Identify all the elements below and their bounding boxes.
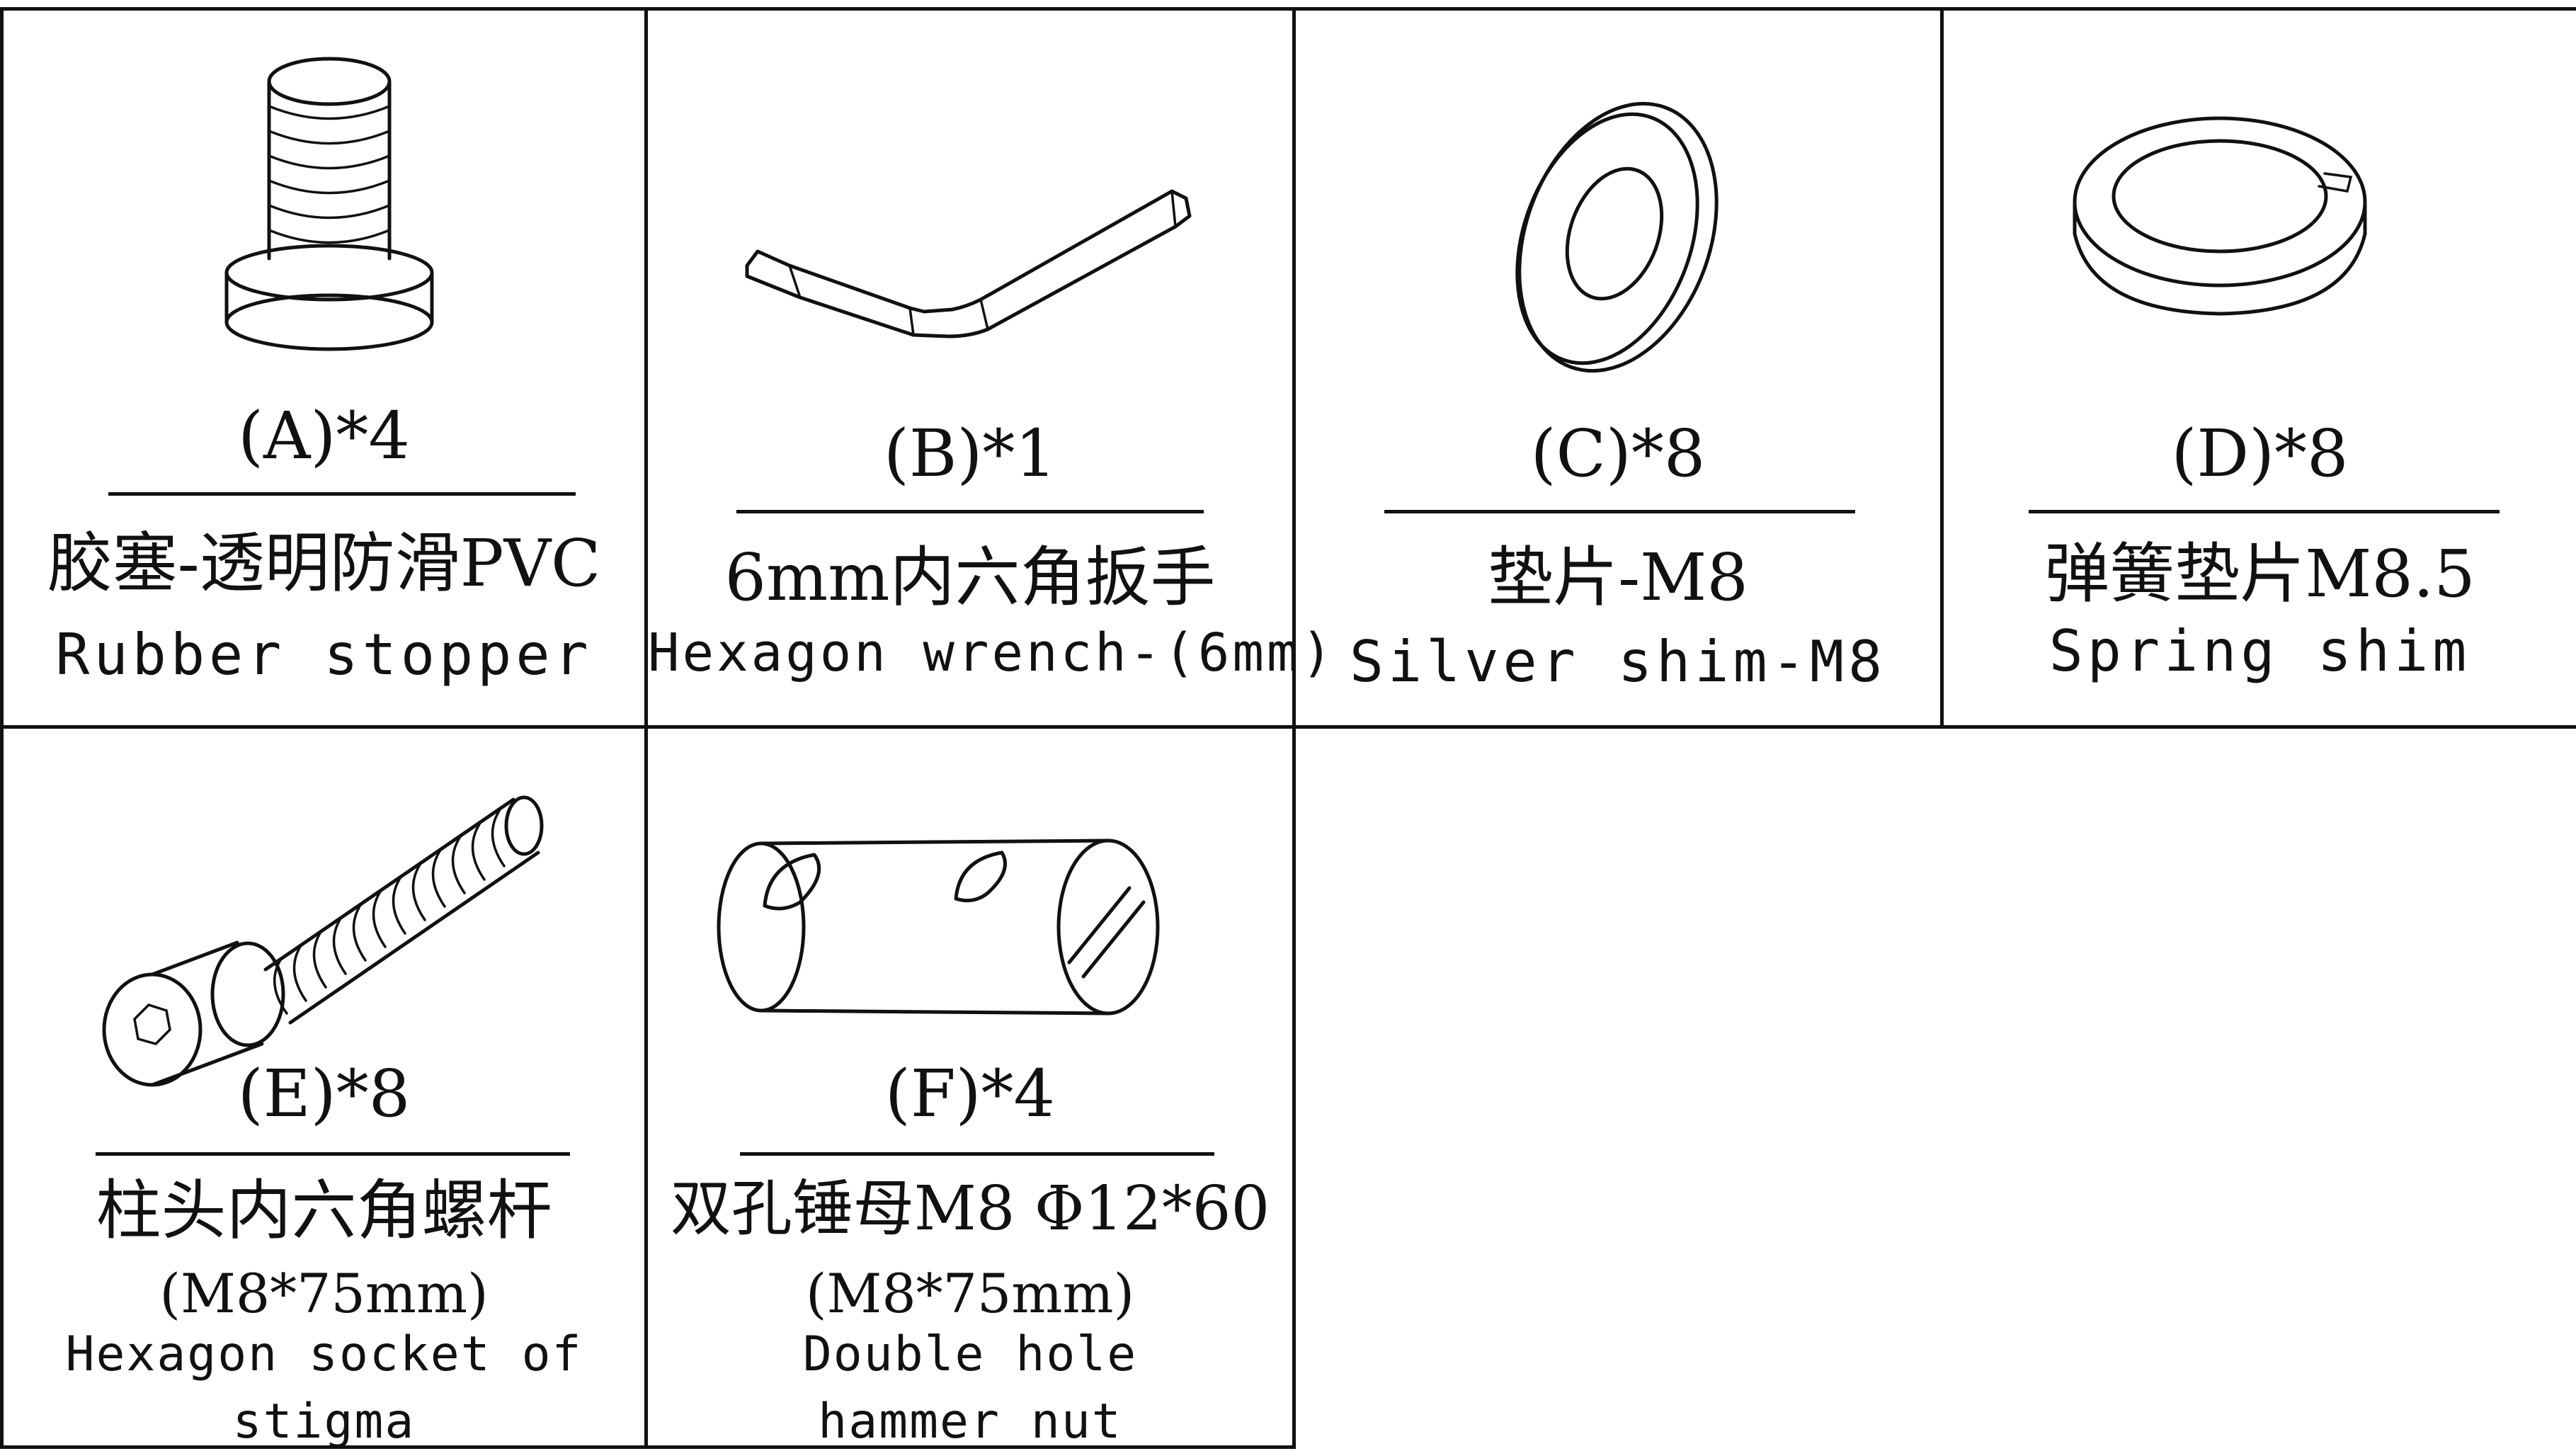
part-spec: (M8*75mm) xyxy=(159,1262,489,1325)
table-border-top xyxy=(0,7,2576,11)
part-name-en: Silver shim-M8 xyxy=(1349,629,1887,695)
table-col-divider xyxy=(1940,7,1944,729)
part-code: (A)*4 xyxy=(238,398,410,474)
table-border-left xyxy=(0,7,4,1449)
table-col-divider xyxy=(1292,7,1296,1449)
part-cell-d: (D)*8 弹簧垫片M8.5 Spring shim xyxy=(1944,11,2576,725)
part-cell-b: (B)*1 6mm内六角扳手 Hexagon wrench-(6mm) xyxy=(648,11,1336,725)
code-underline xyxy=(736,510,1204,513)
part-cell-a: (A)*4 胶塞-透明防滑PVC Rubber stopper xyxy=(4,11,644,725)
part-name-en: Double hole xyxy=(802,1326,1138,1382)
code-underline xyxy=(108,492,576,496)
flat-washer-icon xyxy=(1515,101,1719,373)
part-name-zh: 弹簧垫片M8.5 xyxy=(2044,536,2475,612)
part-name-zh: 垫片-M8 xyxy=(1488,540,1748,615)
table-border-bottom xyxy=(0,1445,1296,1449)
hex-wrench-icon xyxy=(745,189,1192,339)
code-underline xyxy=(96,1152,570,1156)
part-name-zh: 6mm内六角扳手 xyxy=(724,540,1216,615)
part-name-zh: 胶塞-透明防滑PVC xyxy=(47,525,601,601)
hammer-nut-icon xyxy=(717,838,1160,1016)
part-name-en: Rubber stopper xyxy=(55,622,593,688)
code-underline xyxy=(740,1152,1214,1156)
part-code: (E)*8 xyxy=(237,1056,411,1132)
table-col-divider xyxy=(644,7,648,1449)
part-code: (F)*4 xyxy=(884,1056,1056,1132)
part-cell-f: (F)*4 双孔锤母M8 Φ12*60 (M8*75mm) Double hol… xyxy=(648,729,1292,1450)
part-code: (B)*1 xyxy=(884,416,1056,491)
part-name-zh: 双孔锤母M8 Φ12*60 xyxy=(670,1173,1270,1244)
rubber-stopper-icon xyxy=(224,57,434,351)
part-name-en-cont: hammer nut xyxy=(818,1394,1122,1450)
part-name-zh: 柱头内六角螺杆 xyxy=(96,1173,552,1249)
code-underline xyxy=(2029,510,2500,513)
spring-washer-icon xyxy=(2073,116,2367,316)
socket-cap-screw-icon xyxy=(102,795,544,1087)
part-code: (D)*8 xyxy=(2171,416,2349,491)
part-spec: (M8*75mm) xyxy=(805,1262,1135,1325)
part-code: (C)*8 xyxy=(1530,416,1706,491)
part-name-en: Hexagon wrench-(6mm) xyxy=(648,622,1336,683)
code-underline xyxy=(1384,510,1855,513)
part-cell-c: (C)*8 垫片-M8 Silver shim-M8 xyxy=(1296,11,1940,725)
part-name-en-cont: stigma xyxy=(232,1394,416,1450)
part-cell-e: (E)*8 柱头内六角螺杆 (M8*75mm) Hexagon socket o… xyxy=(4,729,644,1450)
part-name-en: Hexagon socket of xyxy=(65,1326,583,1382)
table-row-divider xyxy=(0,725,2576,729)
part-name-en: Spring shim xyxy=(2048,618,2471,684)
